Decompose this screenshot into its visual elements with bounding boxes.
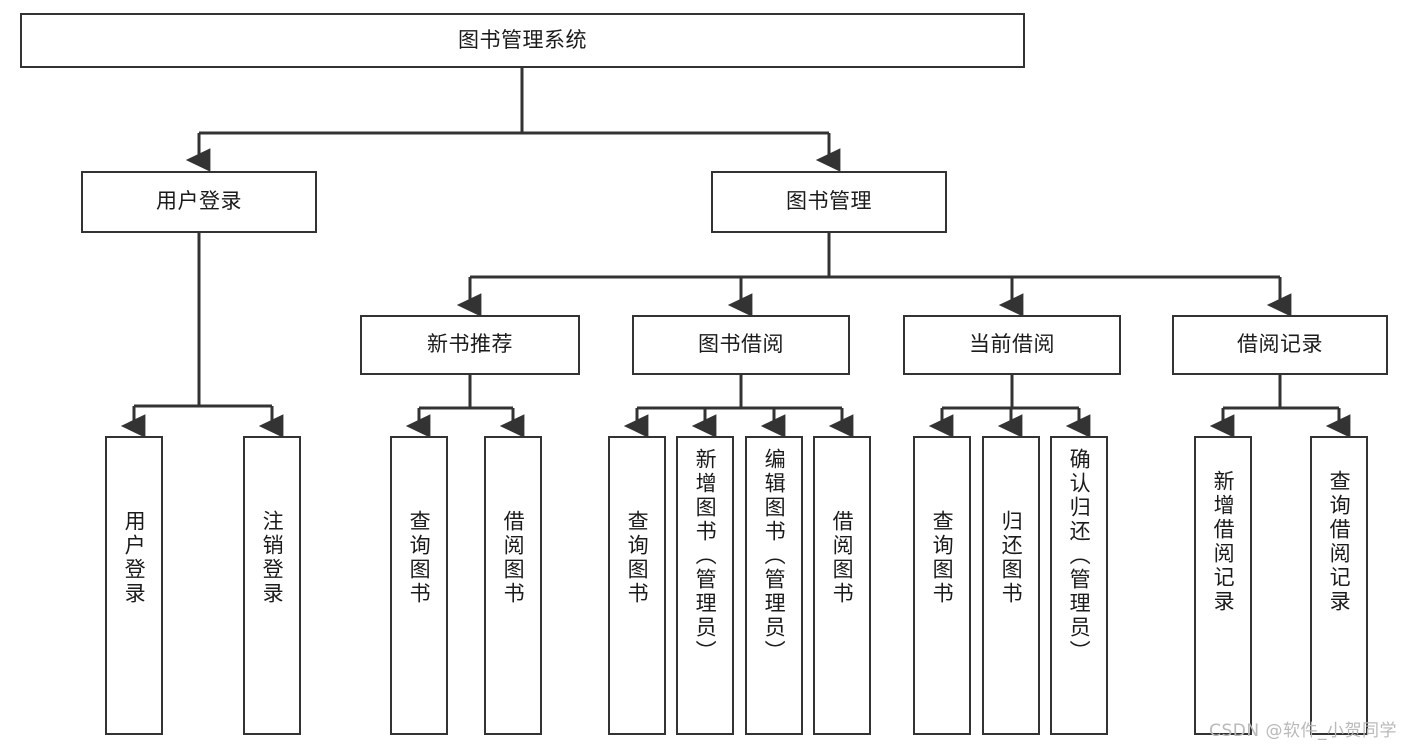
csdn-watermark: CSDN @软件_小贺同学 xyxy=(1209,721,1397,741)
node-leaf-current-query-label: 查询图书 xyxy=(930,510,955,606)
node-leaf-rec-query-label: 查询图书 xyxy=(407,510,432,606)
node-leaf-borrow-edit[interactable]: 编辑图书（管理员） xyxy=(745,436,803,735)
node-leaf-user-logout-label: 注销登录 xyxy=(260,510,285,606)
node-borrow-record[interactable]: 借阅记录 xyxy=(1172,315,1388,375)
node-leaf-current-return[interactable]: 归还图书 xyxy=(982,436,1040,735)
node-leaf-user-login[interactable]: 用户登录 xyxy=(105,436,163,735)
node-leaf-borrow-add-label: 新增图书（管理员） xyxy=(693,448,718,664)
node-leaf-borrow-query-label: 查询图书 xyxy=(625,510,650,606)
node-leaf-borrow-lend[interactable]: 借阅图书 xyxy=(813,436,871,735)
node-book-borrow[interactable]: 图书借阅 xyxy=(632,315,850,375)
node-leaf-record-add-label: 新增借阅记录 xyxy=(1211,470,1236,614)
node-new-book-rec-label: 新书推荐 xyxy=(427,332,513,357)
node-leaf-current-query[interactable]: 查询图书 xyxy=(913,436,971,735)
node-leaf-current-confirm[interactable]: 确认归还（管理员） xyxy=(1050,436,1108,735)
node-leaf-borrow-add[interactable]: 新增图书（管理员） xyxy=(676,436,734,735)
node-leaf-record-query-label: 查询借阅记录 xyxy=(1327,470,1352,614)
node-leaf-borrow-lend-label: 借阅图书 xyxy=(830,510,855,606)
node-book-manage[interactable]: 图书管理 xyxy=(711,171,947,233)
node-current-borrow-label: 当前借阅 xyxy=(969,332,1055,357)
node-user-login-label: 用户登录 xyxy=(156,189,242,214)
node-borrow-record-label: 借阅记录 xyxy=(1237,332,1323,357)
node-leaf-borrow-edit-label: 编辑图书（管理员） xyxy=(762,448,787,664)
node-root[interactable]: 图书管理系统 xyxy=(20,13,1025,68)
node-book-borrow-label: 图书借阅 xyxy=(698,332,784,357)
node-book-manage-label: 图书管理 xyxy=(786,189,872,214)
node-leaf-record-add[interactable]: 新增借阅记录 xyxy=(1194,436,1252,735)
node-new-book-rec[interactable]: 新书推荐 xyxy=(360,315,580,375)
node-leaf-borrow-query[interactable]: 查询图书 xyxy=(608,436,666,735)
node-current-borrow[interactable]: 当前借阅 xyxy=(903,315,1121,375)
node-leaf-record-query[interactable]: 查询借阅记录 xyxy=(1310,436,1368,735)
node-leaf-user-logout[interactable]: 注销登录 xyxy=(243,436,301,735)
node-leaf-user-login-label: 用户登录 xyxy=(122,510,147,606)
node-leaf-current-return-label: 归还图书 xyxy=(999,510,1024,606)
node-leaf-rec-borrow-label: 借阅图书 xyxy=(501,510,526,606)
node-user-login[interactable]: 用户登录 xyxy=(81,171,317,233)
node-leaf-current-confirm-label: 确认归还（管理员） xyxy=(1067,448,1092,664)
node-root-label: 图书管理系统 xyxy=(458,27,587,52)
node-leaf-rec-borrow[interactable]: 借阅图书 xyxy=(484,436,542,735)
node-leaf-rec-query[interactable]: 查询图书 xyxy=(390,436,448,735)
